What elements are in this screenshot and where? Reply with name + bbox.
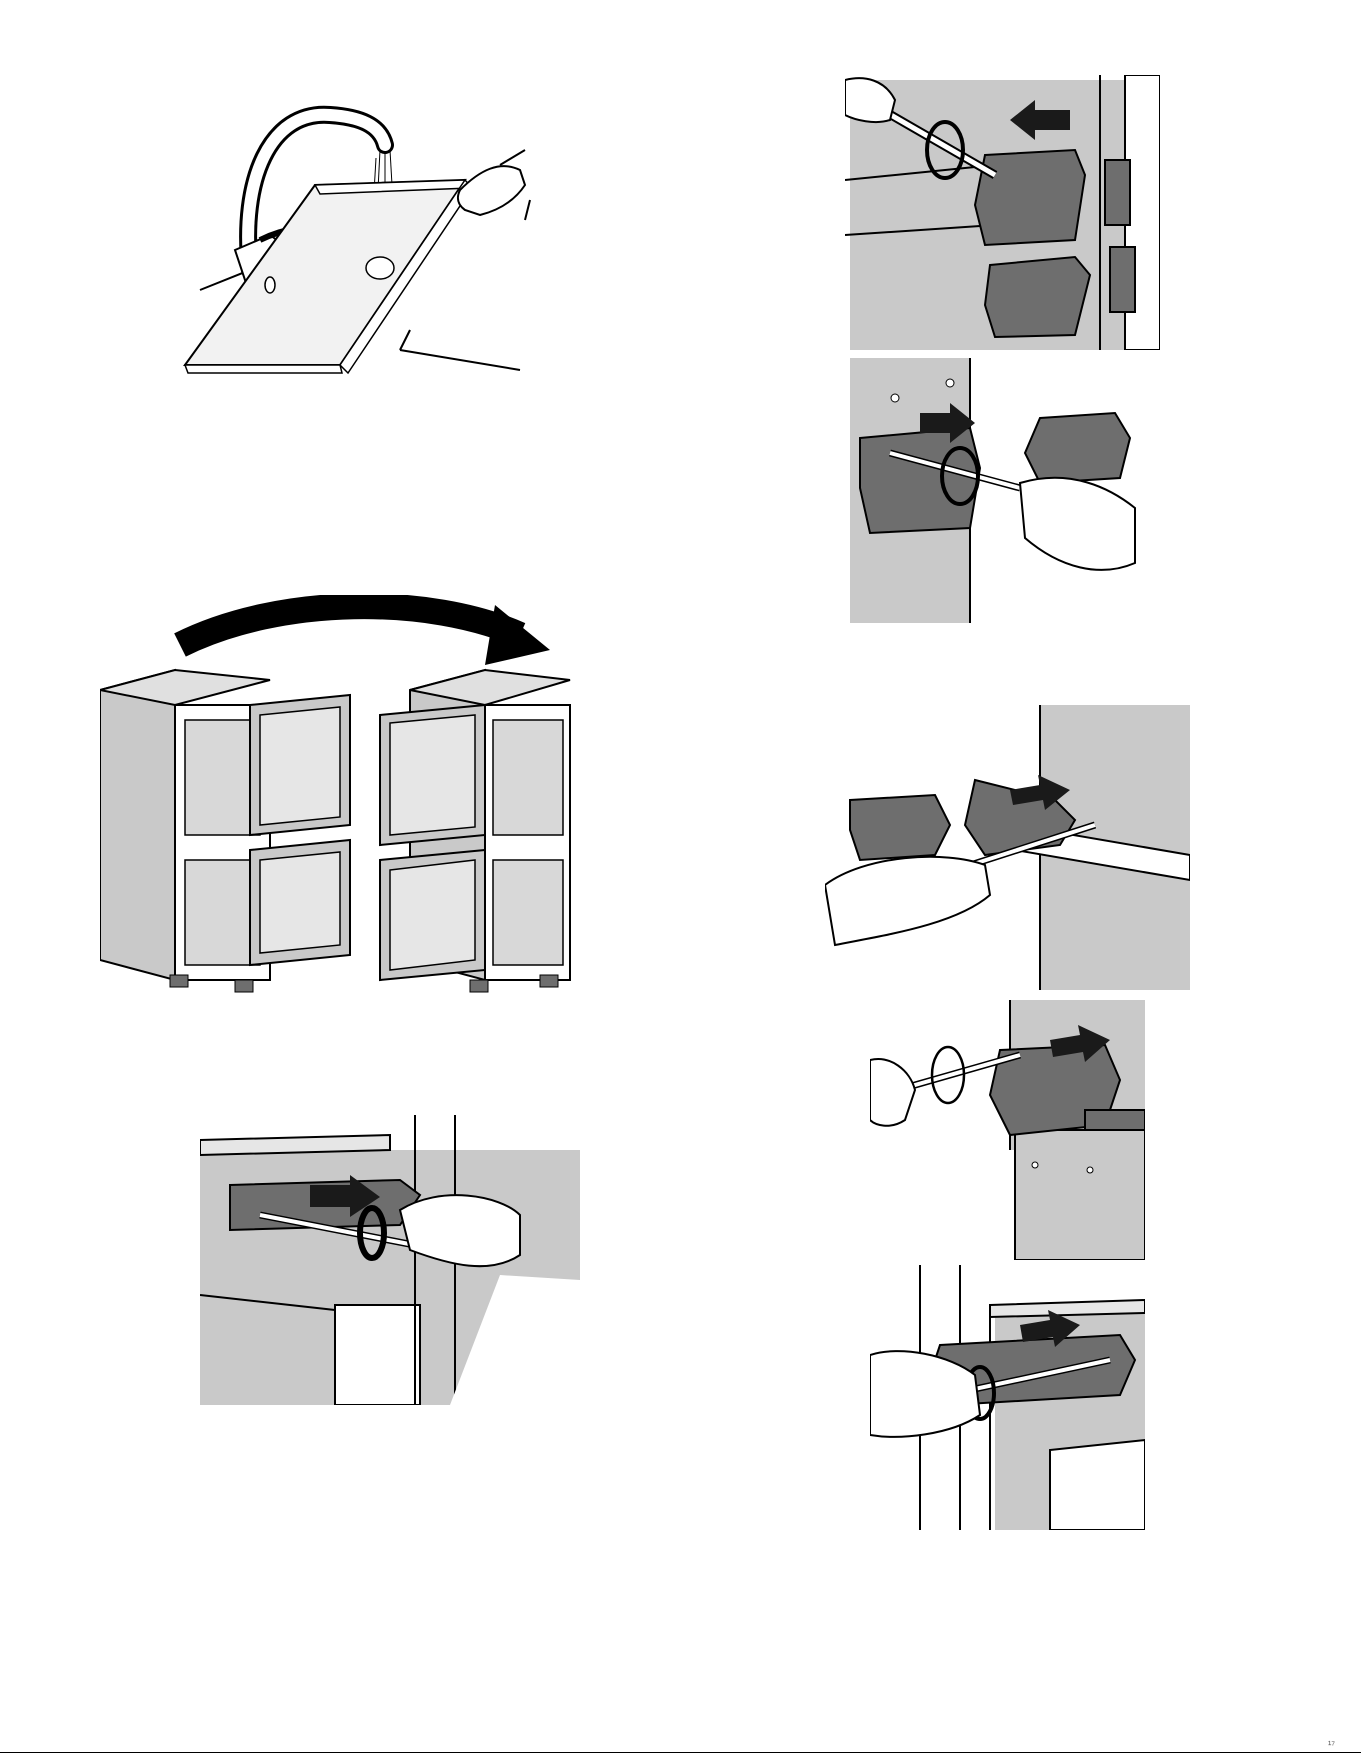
fig-hinge-install-right [825,705,1190,990]
hinge-screwdriver-icon [200,1115,580,1405]
fig-hinge-screw-tighten-right [870,1000,1145,1260]
footer-rule [0,1752,1361,1753]
hinge-attach-icon [870,1265,1145,1530]
fig-door-swing-reversal [100,595,630,1015]
refrigerator-door-reversal-icon [100,595,630,1015]
hinge-remove-icon [850,358,1140,623]
hinge-install-icon [825,705,1190,990]
fig-hinge-loosen-top-right [845,75,1160,350]
fig-upper-hinge-screw-left [200,1115,580,1405]
glass-shelf-under-faucet-icon [180,90,580,420]
hinge-screw-loosen-icon [845,75,1160,350]
footer-mark: ¹⁷ [1328,1740,1335,1751]
fig-hinge-remove-right [850,358,1140,623]
hinge-screw-tighten-icon [870,1000,1145,1260]
fig-hinge-attach-lower-right [870,1265,1145,1530]
fig-glass-shelf-washing [180,90,580,420]
